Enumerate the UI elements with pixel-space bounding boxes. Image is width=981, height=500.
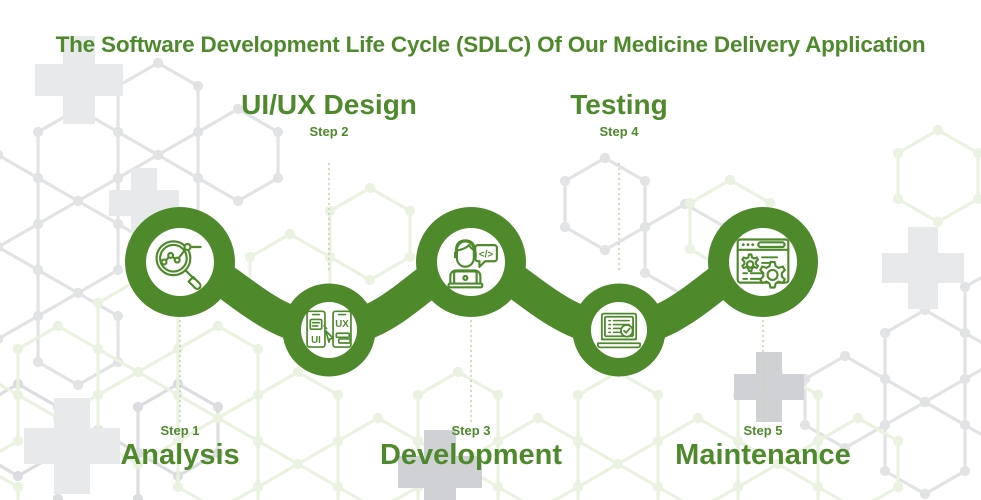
step-number-5: Step 5 — [743, 423, 783, 438]
icon-uiux-design[interactable]: UI UX — [297, 298, 361, 362]
laptop-checklist-icon — [597, 312, 641, 349]
page-title: The Software Development Life Cycle (SDL… — [55, 32, 926, 57]
label-block-step5: Step 5 Maintenance — [643, 423, 883, 472]
label-block-step2: UI/UX Design Step 2 — [229, 90, 429, 140]
icon-maintenance[interactable] — [725, 224, 801, 300]
step-number-3: Step 3 — [451, 423, 491, 438]
step-name-uiux-design: UI/UX Design — [241, 89, 417, 120]
label-block-step1: Step 1 Analysis — [80, 423, 280, 472]
svg-text:</>: </> — [479, 249, 493, 260]
icon-testing[interactable] — [588, 299, 650, 361]
developer-laptop-code-icon: </> — [447, 239, 498, 289]
ring-step3 — [416, 207, 526, 317]
icon-analysis[interactable] — [142, 224, 218, 300]
icon-development[interactable]: </> — [433, 224, 509, 300]
step-name-testing: Testing — [570, 89, 668, 120]
step-name-maintenance: Maintenance — [675, 439, 851, 472]
step-number-1: Step 1 — [160, 423, 200, 438]
ui-ux-phones-icon: UI UX — [306, 310, 352, 348]
svg-text:UX: UX — [335, 319, 349, 330]
step-number-4: Step 4 — [599, 124, 639, 140]
browser-gears-icon — [736, 238, 790, 289]
step-number-2: Step 2 — [309, 124, 349, 140]
label-block-step3: Step 3 Development — [351, 423, 591, 472]
svg-text:UI: UI — [311, 335, 321, 346]
label-block-step4: Testing Step 4 — [519, 90, 719, 140]
step-name-analysis: Analysis — [120, 439, 240, 472]
magnifier-chart-icon — [155, 240, 202, 290]
step-name-development: Development — [379, 439, 563, 472]
